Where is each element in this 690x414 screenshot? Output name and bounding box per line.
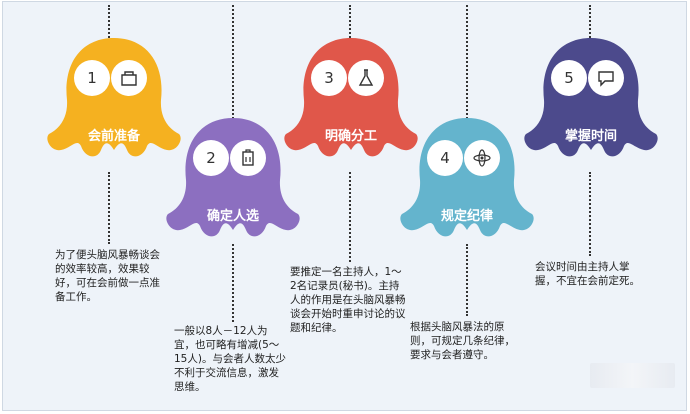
step-number-4: 4	[427, 140, 463, 176]
connector-line-4-lower	[466, 244, 468, 316]
connector-line-1	[108, 5, 110, 53]
step-desc-5: 会议时间由主持人掌握，不宜在会前定死。	[535, 261, 640, 287]
connector-line-5-lower	[589, 172, 591, 256]
connector-line-2-lower	[232, 244, 234, 322]
chat-icon	[588, 60, 624, 96]
step-desc-1: 为了便头脑风暴畅谈会的效率较高，效果较好，可在会前做一点准备工作。	[55, 249, 160, 303]
flask-icon	[348, 60, 384, 96]
watermark-blur	[590, 363, 675, 388]
step-title-3: 明确分工	[324, 129, 377, 144]
connector-line-3	[349, 5, 351, 53]
connector-line-3-lower	[349, 172, 351, 262]
step-title-1: 会前准备	[87, 129, 140, 144]
step-title-5: 掌握时间	[564, 129, 617, 144]
step-number-5: 5	[551, 60, 587, 96]
bag-icon	[111, 60, 147, 96]
octopus-shape-5	[524, 38, 658, 157]
step-number-2: 2	[193, 140, 229, 176]
step-title-2: 确定人选	[206, 209, 259, 224]
atom-icon	[464, 140, 500, 176]
connector-line-1-lower	[108, 172, 110, 244]
step-title-4: 规定纪律	[440, 209, 493, 224]
connector-line-5	[589, 5, 591, 53]
step-desc-4: 根据头脑风暴法的原则，可规定几条纪律，要求与会者遵守。	[410, 321, 515, 361]
connector-line-2	[232, 5, 234, 123]
step-number-1: 1	[74, 60, 110, 96]
connector-line-4	[466, 5, 468, 123]
step-desc-2: 一般以8人－12人为宜，也可略有增减(5～15人)。与会者人数太少不利于交流信息…	[174, 325, 286, 393]
clipboard-icon	[230, 140, 266, 176]
step-number-3: 3	[311, 60, 347, 96]
step-desc-3: 要推定一名主持人，1～2名记录员(秘书)。主持人的作用是在头脑风暴畅谈会开始时重…	[290, 266, 406, 334]
